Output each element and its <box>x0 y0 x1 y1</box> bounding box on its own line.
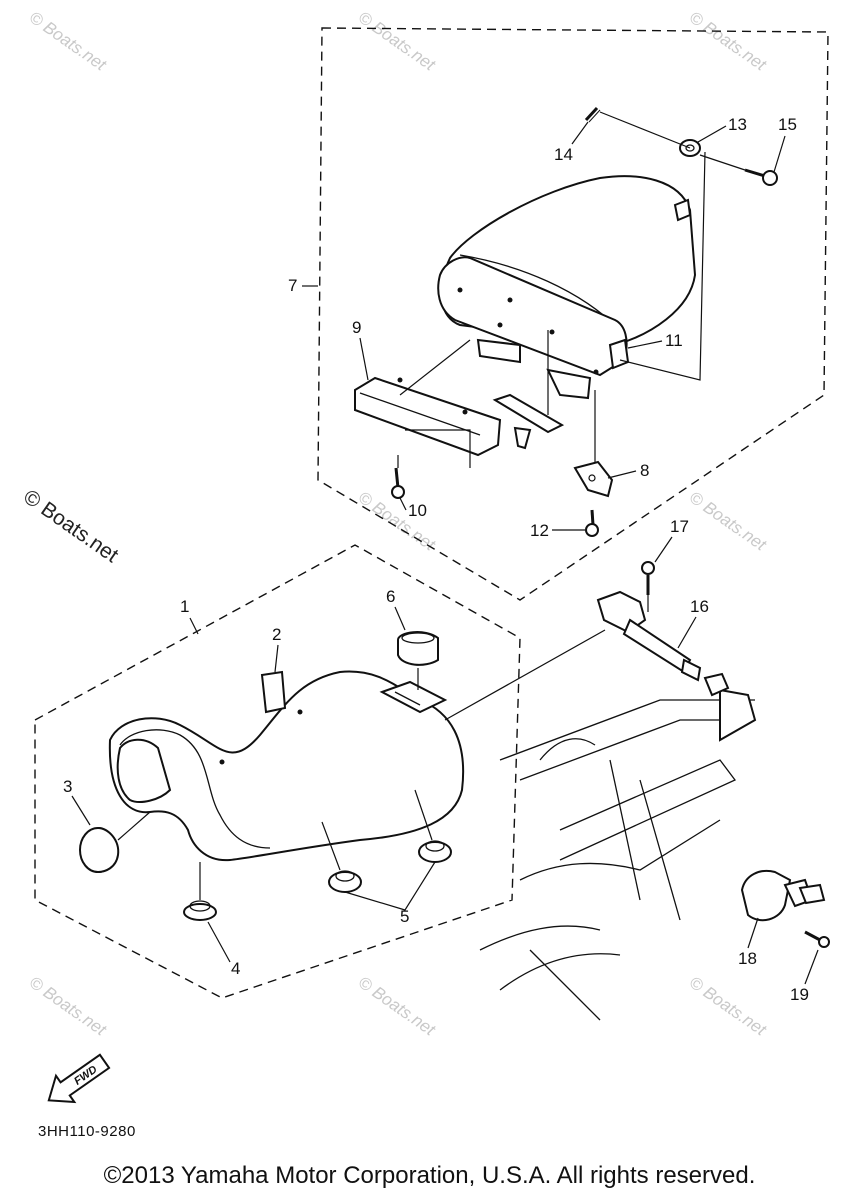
part-5-dampers <box>328 840 452 893</box>
watermark-prominent: © Boats.net <box>19 485 122 567</box>
copyright-notice: ©2013 Yamaha Motor Corporation, U.S.A. A… <box>103 1162 756 1189</box>
part-3-knob <box>79 827 120 873</box>
frame-structure <box>479 688 757 1021</box>
part-10-bolt <box>391 467 405 499</box>
callout-13: 13 <box>728 115 747 134</box>
part-14-pin <box>584 106 601 123</box>
callout-2: 2 <box>272 625 281 644</box>
diagram-code: 3HH110-9280 <box>38 1123 136 1140</box>
watermark: © Boats.net <box>686 488 771 555</box>
watermark: © Boats.net <box>355 8 440 75</box>
rear-seat-assembly-boundary <box>317 27 829 601</box>
watermark: © Boats.net <box>26 8 111 75</box>
rear-seat <box>437 175 697 400</box>
callout-10: 10 <box>408 501 427 520</box>
front-seat-assembly-boundary <box>34 544 521 999</box>
callout-16: 16 <box>690 597 709 616</box>
fwd-arrow: FWD <box>47 1053 111 1104</box>
callout-9: 9 <box>352 318 361 337</box>
part-19-screw <box>804 930 830 948</box>
watermark: © Boats.net <box>26 973 111 1040</box>
callout-6: 6 <box>386 587 395 606</box>
callout-19: 19 <box>790 985 809 1004</box>
part-4-damper <box>183 900 217 921</box>
front-seat <box>108 670 465 862</box>
callout-7: 7 <box>288 276 297 295</box>
callout-11: 11 <box>665 331 683 350</box>
callout-15: 15 <box>778 115 797 134</box>
part-15-screw <box>744 168 778 186</box>
callout-8: 8 <box>640 461 649 480</box>
callout-labels: 1 2 3 4 5 6 7 8 9 10 11 12 13 14 15 16 1… <box>63 115 819 1004</box>
watermarks: © Boats.net © Boats.net © Boats.net © Bo… <box>26 8 771 1040</box>
callout-17: 17 <box>670 517 689 536</box>
callout-14: 14 <box>554 145 573 164</box>
callout-12: 12 <box>530 521 549 540</box>
part-8-bracket <box>573 460 614 498</box>
part-9-bracket <box>354 376 502 457</box>
part-12-bolt <box>585 509 599 537</box>
part-18-lock <box>740 870 826 922</box>
watermark: © Boats.net <box>686 8 771 75</box>
callout-1: 1 <box>180 597 189 616</box>
watermark: © Boats.net <box>686 973 771 1040</box>
callout-4: 4 <box>231 959 240 978</box>
part-17-bolt <box>641 561 655 595</box>
latch-plate <box>492 393 565 450</box>
part-6-grommet <box>397 631 439 666</box>
part-2-tab <box>260 670 287 714</box>
front-latch-base <box>379 680 448 714</box>
callout-5: 5 <box>400 907 409 926</box>
callout-3: 3 <box>63 777 72 796</box>
part-16-lock-assembly <box>596 590 730 697</box>
callout-18: 18 <box>738 949 757 968</box>
watermark: © Boats.net <box>355 973 440 1040</box>
